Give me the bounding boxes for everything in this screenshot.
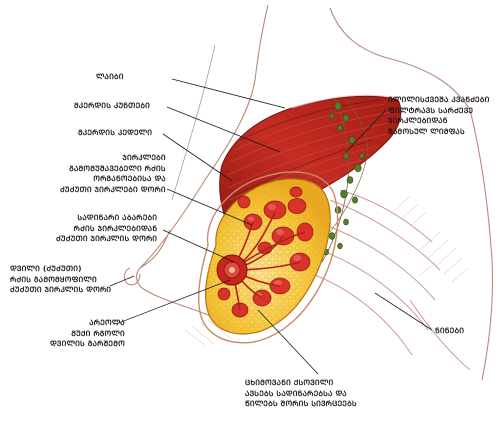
label-chest-wall: ᲛᲙᲔᲠᲓᲘᲡ ᲙᲔᲓᲔᲚᲘ [78,128,152,139]
label-chest-wall-text: ᲛᲙᲔᲠᲓᲘᲡ ᲙᲔᲓᲔᲚᲘ [78,128,153,137]
ribs [314,189,441,356]
label-ribs-text: ᲜᲘᲜᲔᲑᲘ [435,326,465,335]
label-pectoral-muscle-text: ᲛᲙᲔᲠᲓᲘᲡ ᲙᲣᲜᲗᲔᲑᲘ [74,101,151,110]
label-skin-text: ᲚᲐᲘᲑᲘ [96,72,124,81]
lobule-highlights [248,204,301,298]
label-nipple-line-1: ᲓᲕᲘᲚᲘ (ᲫᲣᲫᲣᲗᲘ) [10,264,82,273]
label-areola-line-3: ᲓᲕᲘᲚᲘᲡ ᲒᲐᲠᲨᲔᲛᲝ [50,339,125,348]
skin-outline [123,4,494,381]
label-lobules-line-4: ᲫᲣᲫᲣᲗᲘ ᲯᲘᲠᲙᲚᲔᲑᲘ ᲓᲝᲠᲘ [60,184,166,194]
label-lobules-line-3: ᲝᲠᲒᲐᲜᲝᲔᲑᲘᲡᲐ ᲓᲐ [93,174,166,183]
label-nipple: ᲓᲕᲘᲚᲘ (ᲫᲣᲫᲣᲗᲘ) ᲠᲫᲘᲡ ᲒᲐᲛᲝᲛᲧᲝᲤᲘᲚᲘ ᲫᲣᲫᲣᲗᲘ Ჯ… [10,264,111,296]
label-ribs: ᲜᲘᲜᲔᲑᲘ [435,326,464,337]
label-lobules-line-1: ᲯᲘᲠᲙᲚᲔᲑᲘ [122,153,166,162]
label-lymph-nodes-line-2: ᲤᲘᲚᲢᲠᲐᲕᲡ ᲡᲐᲠᲫᲔᲕᲔ [388,105,474,115]
label-fatty-tissue-line-2: ᲐᲕᲡᲔᲑᲡ ᲡᲐᲓᲘᲜᲐᲠᲔᲑᲡᲐ ᲓᲐ [245,388,347,398]
label-lymph-nodes-line-3: ᲯᲘᲠᲙᲚᲔᲑᲘᲓᲐᲜ [388,116,448,125]
label-nipple-line-3: ᲫᲣᲫᲣᲗᲘ ᲯᲘᲠᲙᲚᲘᲡ ᲓᲝᲠᲘ [10,285,112,294]
lymph-node-chain [321,97,368,263]
areola [216,254,248,286]
label-pectoral-muscle: ᲛᲙᲔᲠᲓᲘᲡ ᲙᲣᲜᲗᲔᲑᲘ [74,101,150,112]
label-lymph-nodes-line-1: ᲘᲚᲘᲚᲘᲡᲥᲕᲔᲨᲐ ᲙᲕᲐᲜᲫᲔᲑᲘ [388,95,490,104]
label-lobules-line-2: ᲒᲐᲛᲝᲛᲣᲨᲐᲕᲔᲑᲔᲚᲘ ᲠᲫᲘᲡ [69,163,166,173]
label-milk-ducts-line-3: ᲫᲣᲫᲣᲗᲘ ᲯᲘᲠᲙᲚᲘᲡ ᲓᲝᲠᲘ [56,234,158,243]
leader-lines [109,78,433,375]
label-fatty-tissue-line-3: ᲬᲘᲚᲔᲑᲡ ᲨᲝᲠᲘᲡ ᲡᲘᲕᲠᲪᲔᲔᲑᲡ [245,399,357,408]
label-fatty-tissue: ᲪᲮᲘᲛᲝᲕᲐᲜᲘ ᲥᲡᲝᲕᲘᲚᲘ ᲐᲕᲡᲔᲑᲡ ᲡᲐᲓᲘᲜᲐᲠᲔᲑᲡᲐ ᲓᲐ … [245,378,357,410]
label-milk-ducts: ᲡᲐᲓᲘᲜᲐᲠᲘ ᲐᲑᲐᲠᲔᲑᲘ ᲠᲫᲘᲡ ᲯᲘᲠᲙᲚᲔᲑᲘᲓᲐᲜ ᲫᲣᲫᲣᲗᲘ… [56,213,157,245]
label-milk-ducts-line-1: ᲡᲐᲓᲘᲜᲐᲠᲘ ᲐᲑᲐᲠᲔᲑᲘ [77,213,158,222]
label-areola: ᲐᲠᲔᲝᲚᲐ ᲛᲣᲥᲘ ᲠᲒᲝᲚᲘ ᲓᲕᲘᲚᲘᲡ ᲒᲐᲠᲨᲔᲛᲝ [50,318,125,350]
label-lobules: ᲯᲘᲠᲙᲚᲔᲑᲘ ᲒᲐᲛᲝᲛᲣᲨᲐᲕᲔᲑᲔᲚᲘ ᲠᲫᲘᲡ ᲝᲠᲒᲐᲜᲝᲔᲑᲘᲡᲐ… [60,153,166,195]
label-skin: ᲚᲐᲘᲑᲘ [96,72,124,83]
label-fatty-tissue-line-1: ᲪᲮᲘᲛᲝᲕᲐᲜᲘ ᲥᲡᲝᲕᲘᲚᲘ [245,378,334,387]
label-areola-line-2: ᲛᲣᲥᲘ ᲠᲒᲝᲚᲘ [71,328,125,338]
label-milk-ducts-line-2: ᲠᲫᲘᲡ ᲯᲘᲠᲙᲚᲔᲑᲘᲓᲐᲜ [73,223,158,233]
label-lymph-nodes: ᲘᲚᲘᲚᲘᲡᲥᲕᲔᲨᲐ ᲙᲕᲐᲜᲫᲔᲑᲘ ᲤᲘᲚᲢᲠᲐᲕᲡ ᲡᲐᲠᲫᲔᲕᲔ ᲯᲘ… [388,95,490,137]
label-areola-line-1: ᲐᲠᲔᲝᲚᲐ [89,318,125,327]
label-lymph-nodes-line-4: ᲬᲐᲛᲝᲡᲣᲚ ᲚᲘᲛᲤᲐᲡ [388,126,465,136]
breast-skin-edge [198,171,339,344]
shadow-hatching [184,195,469,346]
label-nipple-line-2: ᲠᲫᲘᲡ ᲒᲐᲛᲝᲛᲧᲝᲤᲘᲚᲘ [10,274,97,284]
mammary-lobules [217,186,314,318]
